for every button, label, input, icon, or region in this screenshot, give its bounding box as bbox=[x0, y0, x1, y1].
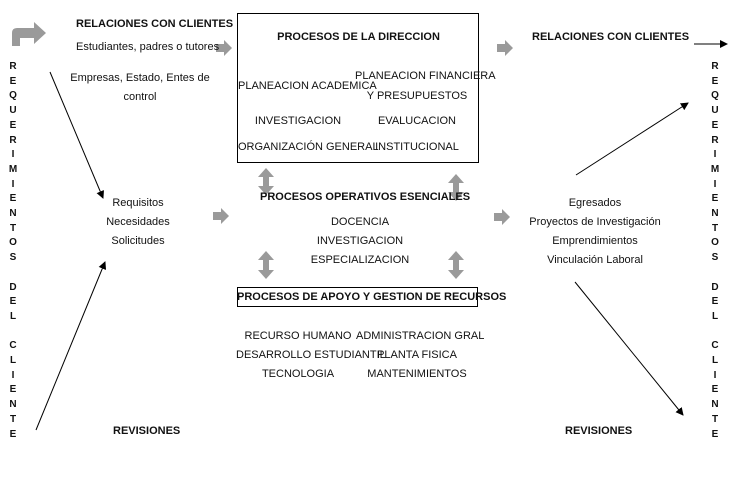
direccion-title: PROCESOS DE LA DIRECCION bbox=[277, 31, 440, 43]
right-revisiones: REVISIONES bbox=[565, 425, 633, 437]
block-arrow-right-3 bbox=[213, 208, 229, 224]
arrow-to-requisitos bbox=[49, 71, 104, 199]
left-relaciones-line3: control bbox=[123, 91, 157, 103]
block-arrow-right-4 bbox=[494, 209, 510, 225]
arrow-egresados-down bbox=[574, 281, 684, 416]
left-relaciones-line2: Empresas, Estado, Entes de bbox=[70, 72, 210, 84]
direccion-item2-line1: PLANEACION FINANCIERA bbox=[355, 70, 496, 82]
left-req-line3: Solicitudes bbox=[111, 235, 165, 247]
left-relaciones-title: RELACIONES CON CLIENTES bbox=[76, 18, 234, 30]
bent-block-arrow bbox=[12, 22, 46, 46]
block-arrow-right-1 bbox=[216, 40, 232, 56]
direccion-item1: PLANEACION ACADEMICA bbox=[238, 80, 377, 92]
left-req-line1: Requisitos bbox=[112, 197, 164, 209]
left-relaciones-line1: Estudiantes, padres o tutores bbox=[76, 41, 220, 53]
double-arrow-1 bbox=[258, 168, 274, 195]
right-relaciones-title: RELACIONES CON CLIENTES bbox=[532, 31, 690, 43]
apoyo-title: PROCESOS DE APOYO Y GESTION DE RECURSOS bbox=[237, 291, 507, 303]
direccion-item6: INSTITUCIONAL bbox=[375, 141, 459, 153]
direccion-item4: EVALUCACION bbox=[377, 115, 457, 127]
apoyo-item4: ADMINISTRACION GRAL bbox=[356, 330, 485, 342]
left-revisiones: REVISIONES bbox=[113, 425, 181, 437]
double-arrow-3 bbox=[258, 251, 274, 279]
operativos-item1: DOCENCIA bbox=[330, 216, 390, 228]
direccion-item2-line2: Y PRESUPUESTOS bbox=[366, 90, 468, 102]
arrow-from-revisiones-left bbox=[35, 261, 107, 431]
arrow-egresados-up bbox=[575, 102, 689, 176]
right-vertical-label: R E Q U E R I M I E N T O S D E L C L I … bbox=[710, 61, 720, 440]
right-out-line2: Proyectos de Investigación bbox=[529, 216, 661, 228]
apoyo-item5: PLANTA FISICA bbox=[377, 349, 457, 361]
right-out-line3: Emprendimientos bbox=[552, 235, 638, 247]
direccion-item3: INVESTIGACION bbox=[254, 115, 342, 127]
operativos-title: PROCESOS OPERATIVOS ESENCIALES bbox=[260, 191, 471, 203]
block-arrow-right-2 bbox=[497, 40, 513, 56]
operativos-item3: ESPECIALIZACION bbox=[310, 254, 410, 266]
direccion-item5: ORGANIZACIÓN GENERAL bbox=[238, 141, 379, 153]
left-vertical-label: R E Q U E R I M I E N T O S D E L C L I … bbox=[8, 61, 18, 440]
apoyo-item2: DESARROLLO ESTUDIANTIL bbox=[236, 349, 386, 361]
operativos-item2: INVESTIGACION bbox=[316, 235, 404, 247]
double-arrow-2 bbox=[448, 174, 464, 201]
apoyo-item3: TECNOLOGIA bbox=[261, 368, 335, 380]
apoyo-item1: RECURSO HUMANO bbox=[244, 330, 352, 342]
apoyo-box bbox=[237, 287, 478, 307]
left-req-line2: Necesidades bbox=[106, 216, 170, 228]
apoyo-item6: MANTENIMIENTOS bbox=[367, 368, 467, 380]
direccion-box bbox=[237, 13, 479, 163]
double-arrow-4 bbox=[448, 251, 464, 279]
right-out-line1: Egresados bbox=[568, 197, 622, 209]
right-out-line4: Vinculación Laboral bbox=[547, 254, 643, 266]
